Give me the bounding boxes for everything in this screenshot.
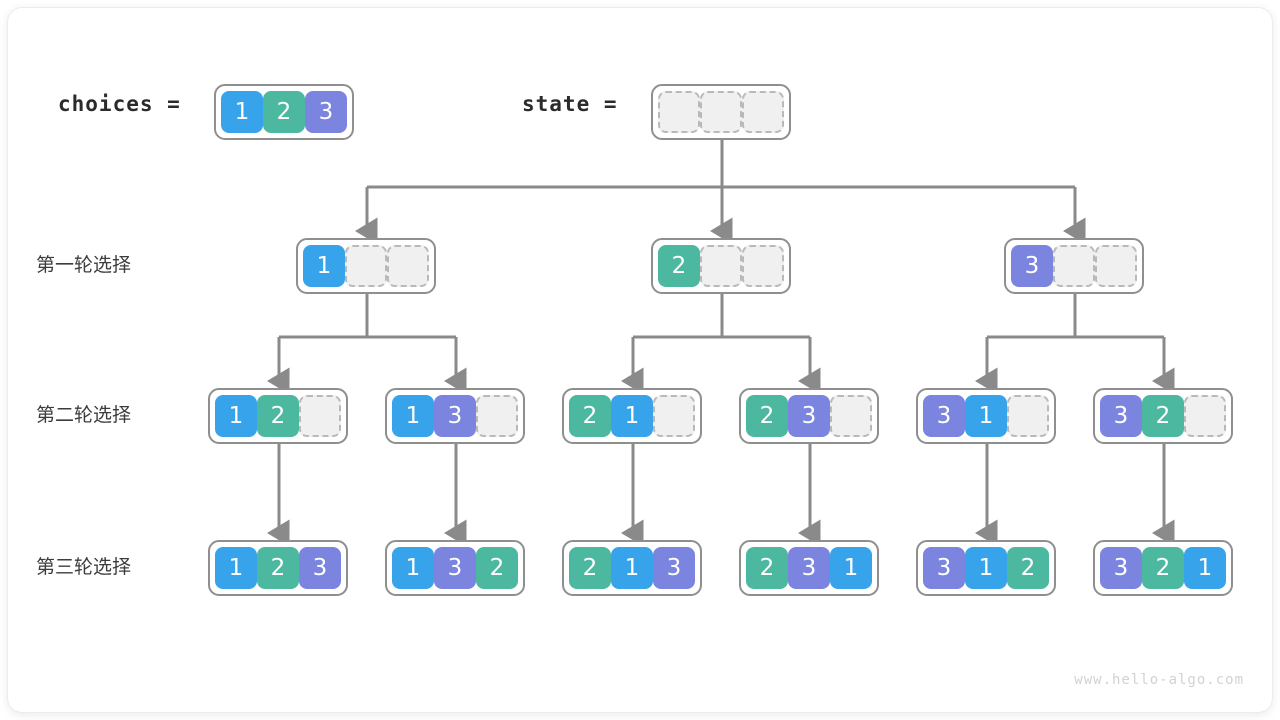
row-label-2: 第二轮选择 xyxy=(36,404,132,426)
array-cell-empty xyxy=(658,91,700,133)
array-cell-empty xyxy=(700,91,742,133)
array-cell-filled: 1 xyxy=(215,547,257,589)
array-cell-filled: 3 xyxy=(305,91,347,133)
array-cell-filled: 1 xyxy=(965,395,1007,437)
array-cell-empty xyxy=(830,395,872,437)
choices-label: choices = xyxy=(58,92,181,116)
array-cell-filled: 2 xyxy=(257,395,299,437)
array-cell-filled: 3 xyxy=(653,547,695,589)
row-label-3: 第三轮选择 xyxy=(36,556,132,578)
array-cell-filled: 1 xyxy=(221,91,263,133)
array-cell-filled: 2 xyxy=(746,547,788,589)
array-cell-filled: 2 xyxy=(1142,395,1184,437)
array-cell-filled: 2 xyxy=(1142,547,1184,589)
array-cell-filled: 1 xyxy=(611,395,653,437)
array-cell-filled: 3 xyxy=(299,547,341,589)
array-cell-empty xyxy=(700,245,742,287)
array-cell-filled: 1 xyxy=(1184,547,1226,589)
array-cell-empty xyxy=(1053,245,1095,287)
array-cell-empty xyxy=(1095,245,1137,287)
array-cell-filled: 2 xyxy=(1007,547,1049,589)
array-cell-filled: 3 xyxy=(788,395,830,437)
array-cell-empty xyxy=(299,395,341,437)
array-cell-empty xyxy=(742,91,784,133)
array-cell-filled: 1 xyxy=(965,547,1007,589)
array-cell-filled: 3 xyxy=(923,547,965,589)
array-cell-filled: 2 xyxy=(569,395,611,437)
array-cell-filled: 3 xyxy=(1100,395,1142,437)
row-label-1: 第一轮选择 xyxy=(36,254,132,276)
array-cell-filled: 3 xyxy=(788,547,830,589)
array-cell-filled: 1 xyxy=(392,547,434,589)
array-cell-filled: 3 xyxy=(923,395,965,437)
array-cell-filled: 2 xyxy=(569,547,611,589)
state-array-row1-node1: 1 xyxy=(296,238,436,294)
array-cell-empty xyxy=(1184,395,1226,437)
array-cell-empty xyxy=(742,245,784,287)
array-cell-empty xyxy=(1007,395,1049,437)
array-cell-empty xyxy=(653,395,695,437)
state-label: state = xyxy=(522,92,618,116)
array-cell-filled: 1 xyxy=(303,245,345,287)
array-cell-empty xyxy=(345,245,387,287)
array-cell-empty xyxy=(387,245,429,287)
watermark: www.hello-algo.com xyxy=(1074,672,1244,688)
array-cell-filled: 3 xyxy=(434,395,476,437)
array-cell-filled: 3 xyxy=(1011,245,1053,287)
edge-layer xyxy=(267,138,1175,547)
state-array xyxy=(651,84,791,140)
array-cell-filled: 2 xyxy=(746,395,788,437)
array-cell-filled: 2 xyxy=(257,547,299,589)
array-cell-filled: 2 xyxy=(263,91,305,133)
array-cell-filled: 3 xyxy=(434,547,476,589)
state-array-row1-node2: 2 xyxy=(651,238,791,294)
array-cell-filled: 3 xyxy=(1100,547,1142,589)
array-cell-filled: 1 xyxy=(611,547,653,589)
state-array-row1-node3: 3 xyxy=(1004,238,1144,294)
array-cell-filled: 2 xyxy=(476,547,518,589)
array-cell-filled: 1 xyxy=(215,395,257,437)
array-cell-filled: 2 xyxy=(658,245,700,287)
array-cell-empty xyxy=(476,395,518,437)
array-cell-filled: 1 xyxy=(830,547,872,589)
array-cell-filled: 1 xyxy=(392,395,434,437)
